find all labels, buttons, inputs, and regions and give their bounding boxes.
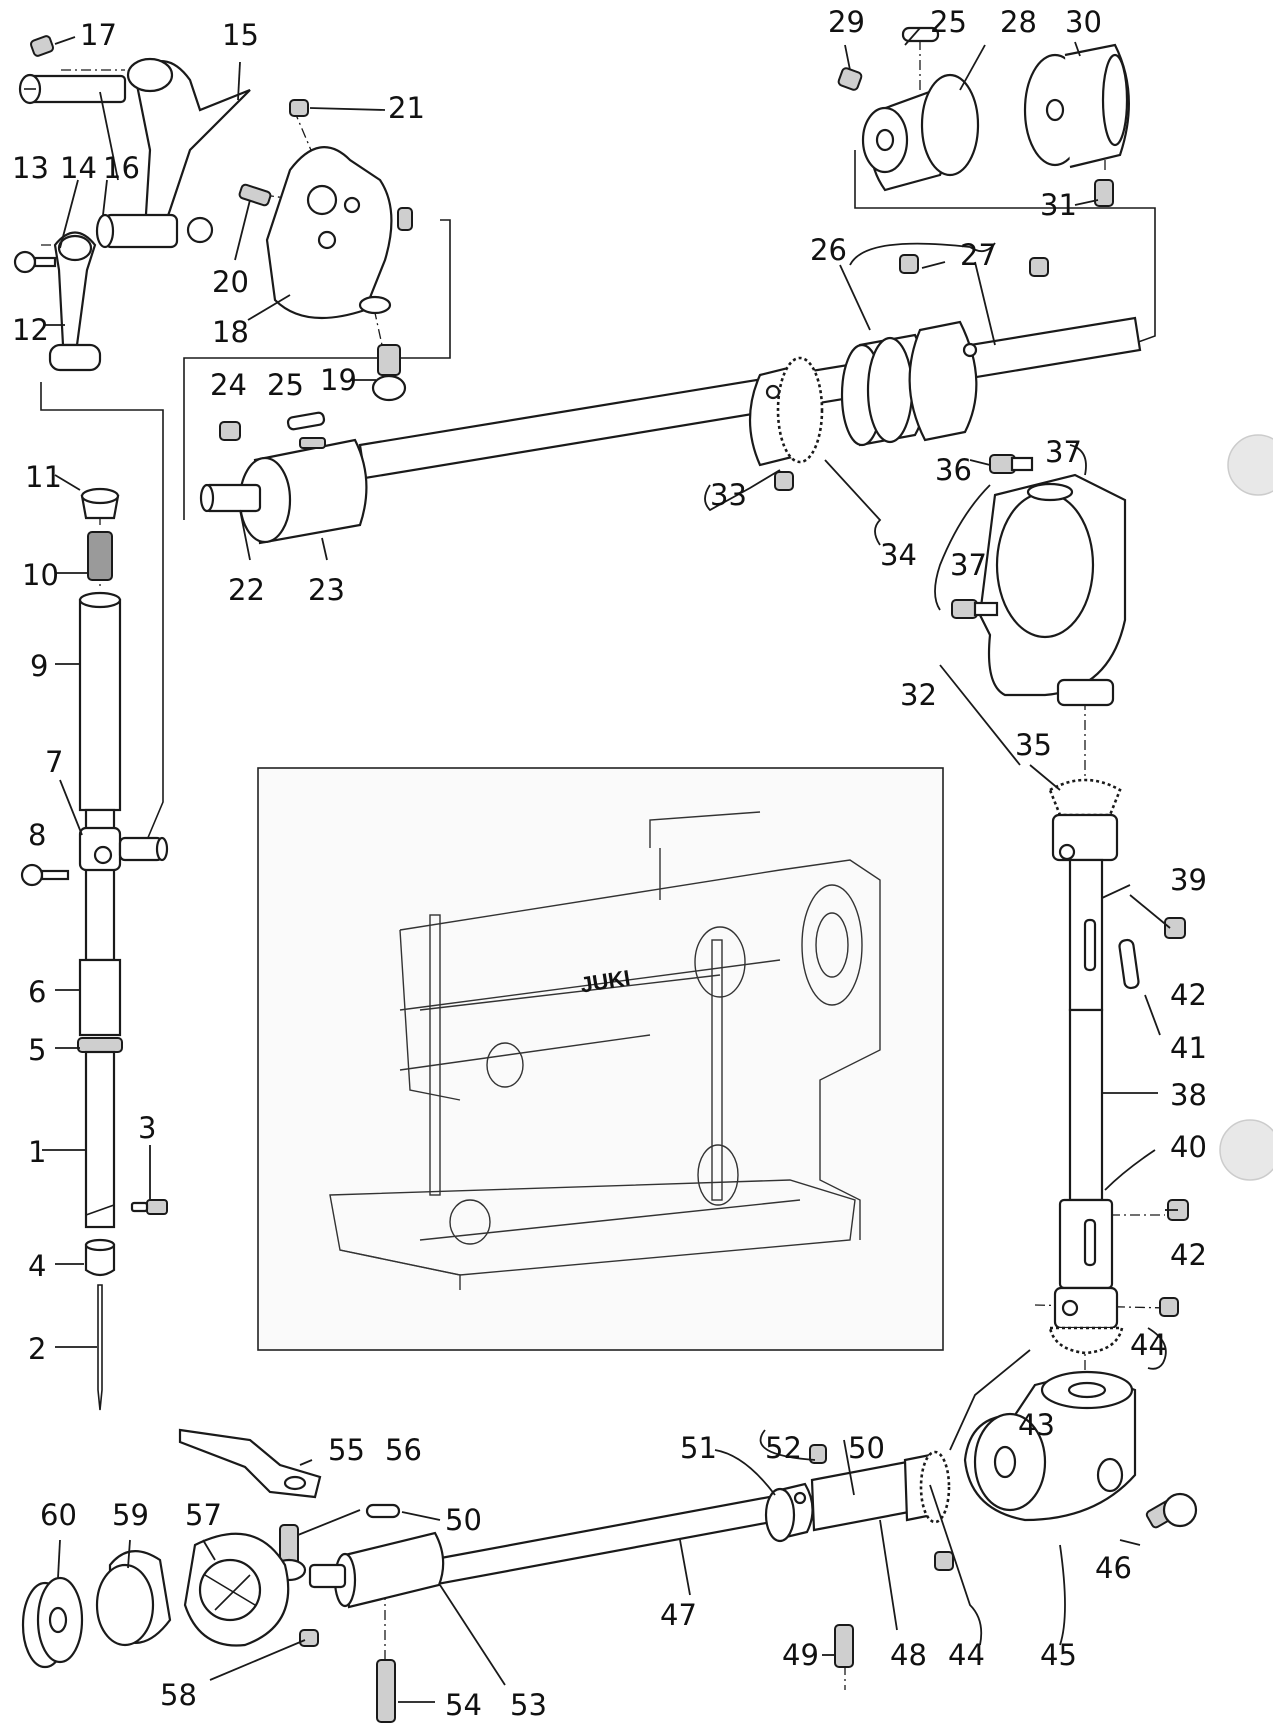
part-label-33: 33 [710,478,747,512]
part-label-31: 31 [1040,188,1077,222]
part-label-16: 16 [103,151,140,185]
part-label-2: 2 [28,1332,46,1366]
set-screw [146,1199,168,1215]
pulley-group [837,26,1130,207]
lower-shaft [308,1444,954,1723]
needle [97,1284,103,1411]
part-label-48: 48 [890,1638,927,1672]
screw [29,35,55,57]
part-label-5: 5 [28,1033,46,1067]
part-label-59: 59 [112,1498,149,1532]
part-label-9: 9 [30,649,48,683]
part-label-46: 46 [1095,1551,1132,1585]
part-label-38: 38 [1170,1078,1207,1112]
bracket-lines [40,150,1156,841]
part-label-45: 45 [1040,1638,1077,1672]
part-label-44: 44 [948,1638,985,1672]
part-label-35: 35 [1015,728,1052,762]
part-label-21: 21 [388,91,425,125]
part-label-51: 51 [680,1431,717,1465]
part-label-28: 28 [1000,5,1037,39]
part-label-29: 29 [828,5,865,39]
part-label-30: 30 [1065,5,1102,39]
part-label-1: 1 [28,1135,46,1169]
part-label-24: 24 [210,368,247,402]
needle-bar-assembly [20,487,169,1411]
crank-rod-pin [103,213,179,249]
needle-bar [84,1050,116,1229]
part-label-25: 25 [930,5,967,39]
part-label-57: 57 [185,1498,222,1532]
needle-clamp [84,1243,116,1277]
part-label-13: 13 [12,151,49,185]
part-label-4: 4 [28,1249,46,1283]
part-label-54: 54 [445,1688,482,1722]
hook-group [21,1428,322,1669]
part-label-23: 23 [308,573,345,607]
inset-machine-illustration: JUKI [257,767,944,1351]
part-label-53: 53 [510,1688,547,1722]
part-label-60: 60 [40,1498,77,1532]
part-label-7: 7 [45,745,63,779]
part-label-42: 42 [1170,1238,1207,1272]
part-label-49: 49 [782,1638,819,1672]
part-label-27: 27 [960,238,997,272]
gear-housing [951,454,1127,707]
part-label-14: 14 [60,151,97,185]
part-label-44: 44 [1130,1328,1167,1362]
part-labels: 17 15 21 13 14 16 20 18 12 24 25 19 11 1… [12,5,1207,1722]
part-label-20: 20 [212,265,249,299]
arm-shaft [199,254,1142,545]
part-label-36: 36 [935,453,972,487]
crank-18-group [238,99,413,402]
part-label-8: 8 [28,818,46,852]
crank-group [13,35,251,372]
part-label-26: 26 [810,233,847,267]
screw [20,863,44,887]
vertical-shaft [1048,778,1189,1355]
part-label-25: 25 [267,368,304,402]
part-label-58: 58 [160,1678,197,1712]
part-label-32: 32 [900,678,937,712]
part-label-6: 6 [28,975,46,1009]
part-label-11: 11 [25,460,62,494]
part-label-12: 12 [12,313,49,347]
part-label-10: 10 [22,558,59,592]
part-label-18: 18 [212,315,249,349]
needle-bar-ring [77,1037,123,1053]
part-label-56: 56 [385,1433,422,1467]
part-label-34: 34 [880,538,917,572]
hinge-pin [28,74,127,104]
bearing-housing [963,1370,1198,1529]
part-label-50: 50 [848,1431,885,1465]
punch-hole [1219,1119,1273,1181]
part-label-22: 22 [228,573,265,607]
leader-lines [42,27,1178,1703]
felt [87,531,113,581]
part-label-55: 55 [328,1433,365,1467]
part-label-43: 43 [1018,1408,1055,1442]
part-label-39: 39 [1170,863,1207,897]
needle-bar-bushing [78,958,122,1037]
part-label-42: 42 [1170,978,1207,1012]
part-label-17: 17 [80,18,117,52]
part-label-37: 37 [950,548,987,582]
part-label-40: 40 [1170,1130,1207,1164]
screw [13,250,37,274]
part-label-15: 15 [222,18,259,52]
punch-hole [1227,434,1273,496]
part-label-50: 50 [445,1503,482,1537]
part-label-47: 47 [660,1598,697,1632]
part-label-41: 41 [1170,1031,1207,1065]
needle-bar-upper [78,598,122,812]
part-label-52: 52 [765,1431,802,1465]
part-label-37: 37 [1045,435,1082,469]
part-label-19: 19 [320,363,357,397]
part-label-3: 3 [138,1111,156,1145]
